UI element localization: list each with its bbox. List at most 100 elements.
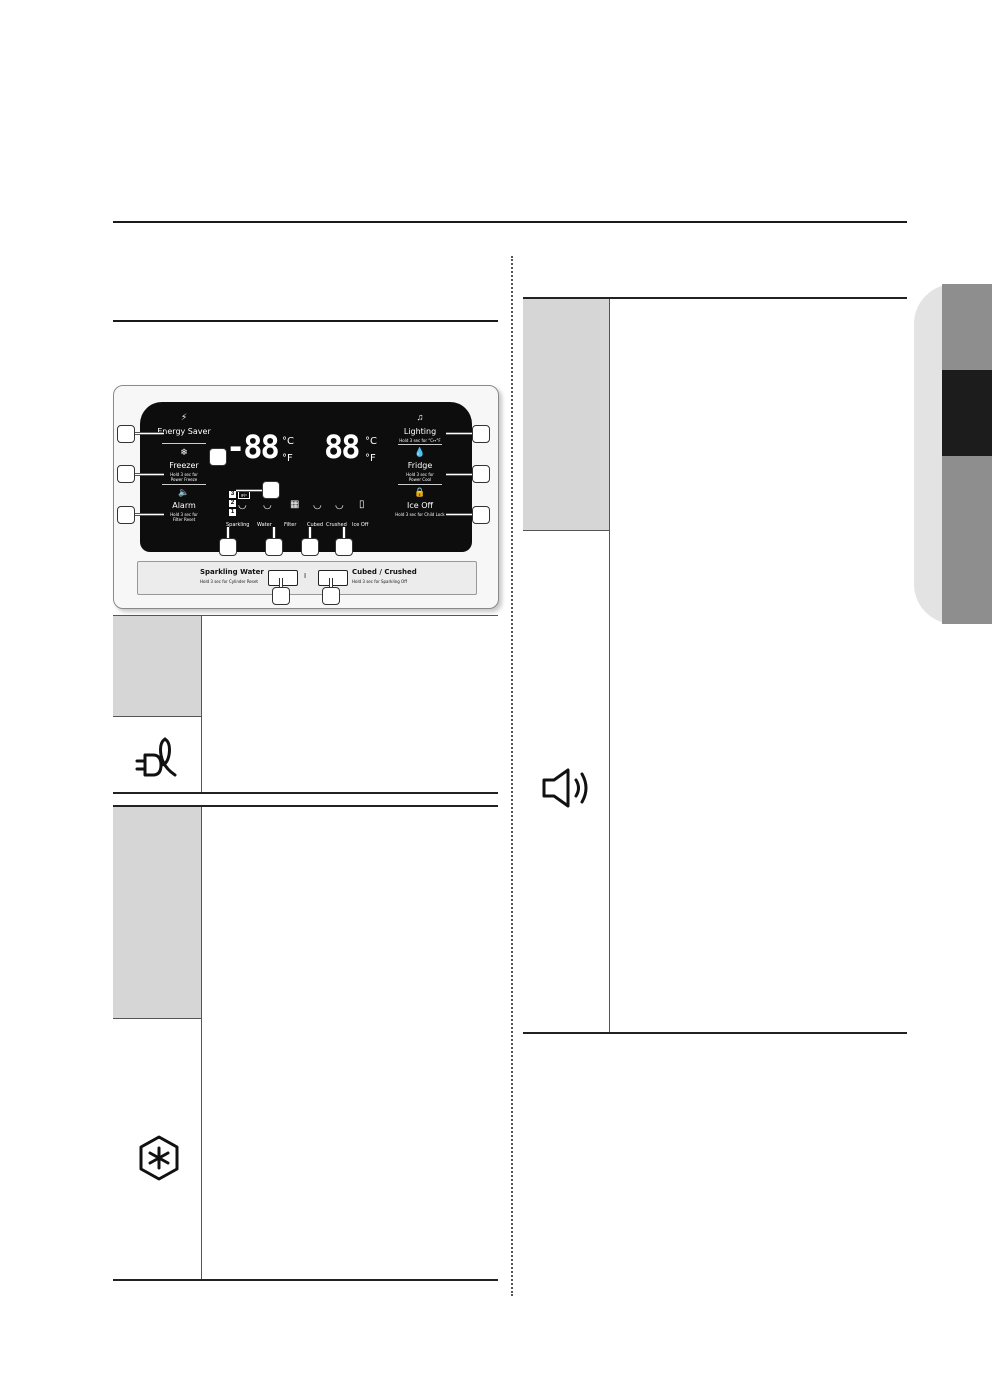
cubed-crushed-label: Cubed / Crushed — [352, 568, 417, 576]
callout-energy-saver — [117, 425, 135, 443]
filter-label: Filter — [284, 522, 297, 528]
divider — [162, 484, 206, 485]
sparkling-icon: ◡ — [238, 500, 247, 511]
table2-bottom-line — [113, 1279, 498, 1281]
ice-off-icon: ▯ — [359, 499, 365, 510]
callout-line — [446, 473, 476, 476]
sparkling-water-button[interactable] — [268, 570, 298, 586]
table3-bottom-line — [523, 1032, 907, 1034]
callout-line — [134, 432, 164, 435]
ice-off-label: Ice Off — [406, 501, 434, 510]
divider — [398, 484, 442, 485]
ice-off-sub: Hold 3 sec for Child Lock — [395, 512, 445, 517]
callout-line — [226, 527, 230, 539]
table2-top-line — [113, 805, 498, 807]
divider — [398, 444, 442, 445]
callout-line — [446, 513, 476, 516]
level-3: 3 — [229, 491, 236, 498]
side-tab-section-1[interactable] — [942, 284, 992, 370]
callout-line — [308, 527, 312, 539]
alarm-sub-1: Hold 3 sec for — [170, 512, 198, 517]
side-tab-section-2-active[interactable] — [942, 370, 992, 456]
callout-sparkling-button — [272, 587, 290, 605]
level-1: 1 — [229, 509, 236, 516]
energy-saver-icon — [135, 737, 177, 777]
callout-line — [279, 578, 283, 588]
display-panel: ⚡ Energy Saver ❄ Freezer Hold 3 sec for … — [140, 402, 472, 552]
lighting-sub: Hold 3 sec for °C↔°F — [399, 438, 441, 443]
table1-bottom-line — [113, 792, 498, 794]
callout-line — [446, 432, 476, 435]
table3-mid-line — [523, 530, 609, 531]
callout-filter — [265, 538, 283, 556]
water-icon: ◡ — [263, 500, 272, 511]
gp-indicator: g/p — [238, 491, 250, 499]
energy-saver-label: Energy Saver — [157, 427, 211, 436]
callout-ice-off-display — [335, 538, 353, 556]
fridge-icon: 💧 — [414, 447, 426, 457]
callout-level — [262, 481, 280, 499]
crushed-icon: ◡ — [335, 500, 344, 511]
lock-icon: 🔒 — [414, 487, 426, 497]
table3-header-cell — [523, 299, 609, 530]
alarm-label: Alarm — [172, 501, 196, 510]
freezer-temp-display: -88 — [226, 428, 280, 466]
fridge-label: Fridge — [407, 461, 433, 470]
callout-ice-off — [472, 506, 490, 524]
sparkling-water-label: Sparkling Water — [200, 568, 264, 576]
callout-sparkling — [219, 538, 237, 556]
header-rule — [113, 221, 907, 223]
filter-icon: ▦ — [290, 499, 300, 510]
table1-top-line — [113, 615, 498, 616]
snowflake-hexagon-icon — [139, 1135, 179, 1181]
callout-freezer — [117, 465, 135, 483]
freezer-unit-f: °F — [282, 453, 293, 464]
table2-header-cell — [113, 807, 201, 1018]
sparkling-water-sub: Hold 3 sec for Cylinder Reset — [200, 579, 258, 584]
fridge-unit-c: °C — [365, 436, 377, 447]
table1-mid-line — [113, 716, 201, 717]
freezer-sub-2: Power Freeze — [170, 477, 198, 482]
freezer-icon: ❄ — [180, 447, 188, 457]
table3-top-line — [523, 297, 907, 299]
water-label: Water — [257, 522, 272, 528]
alarm-sub-2: Filter Reset — [172, 517, 196, 522]
column-divider — [511, 256, 513, 1296]
cubed-crushed-button[interactable] — [318, 570, 348, 586]
crushed-label: Crushed — [326, 522, 347, 528]
sparkling-label: Sparkling — [226, 522, 250, 528]
cubed-crushed-sub: Hold 3 sec for Sparkling Off — [352, 579, 407, 584]
callout-line — [272, 527, 276, 539]
freezer-sub-1: Hold 3 sec for — [170, 472, 198, 477]
control-panel-diagram: ⚡ Energy Saver ❄ Freezer Hold 3 sec for … — [113, 385, 499, 609]
side-tab-section-3[interactable] — [942, 456, 992, 624]
energy-saver-icon: ⚡ — [180, 412, 188, 422]
cubed-icon: ◡ — [313, 500, 322, 511]
callout-line — [329, 578, 333, 588]
dispenser-button-strip: Sparkling Water Hold 3 sec for Cylinder … — [137, 561, 477, 595]
callout-freezer-display — [209, 448, 227, 466]
callout-line — [134, 473, 164, 476]
freezer-label: Freezer — [169, 461, 199, 470]
fridge-sub-1: Hold 3 sec for — [406, 472, 434, 477]
table3-col-divider — [609, 299, 610, 1032]
callout-lighting — [472, 425, 490, 443]
table1-header-cell — [113, 616, 201, 716]
callout-alarm — [117, 506, 135, 524]
callout-cubed — [301, 538, 319, 556]
table1-col-divider — [201, 616, 202, 792]
ice-off-display-label: Ice Off — [352, 522, 369, 528]
table2-mid-line — [113, 1018, 201, 1019]
callout-line — [236, 489, 264, 492]
fridge-temp-display: 88 — [324, 428, 361, 466]
callout-line — [134, 513, 164, 516]
cubed-label: Cubed — [307, 522, 324, 528]
lighting-label: Lighting — [403, 427, 437, 436]
freezer-unit-c: °C — [282, 436, 294, 447]
fridge-unit-f: °F — [365, 453, 376, 464]
callout-fridge — [472, 465, 490, 483]
left-section-rule — [113, 320, 498, 322]
divider — [162, 443, 206, 444]
lighting-icon: ♫ — [416, 412, 424, 422]
callout-ice-button — [322, 587, 340, 605]
